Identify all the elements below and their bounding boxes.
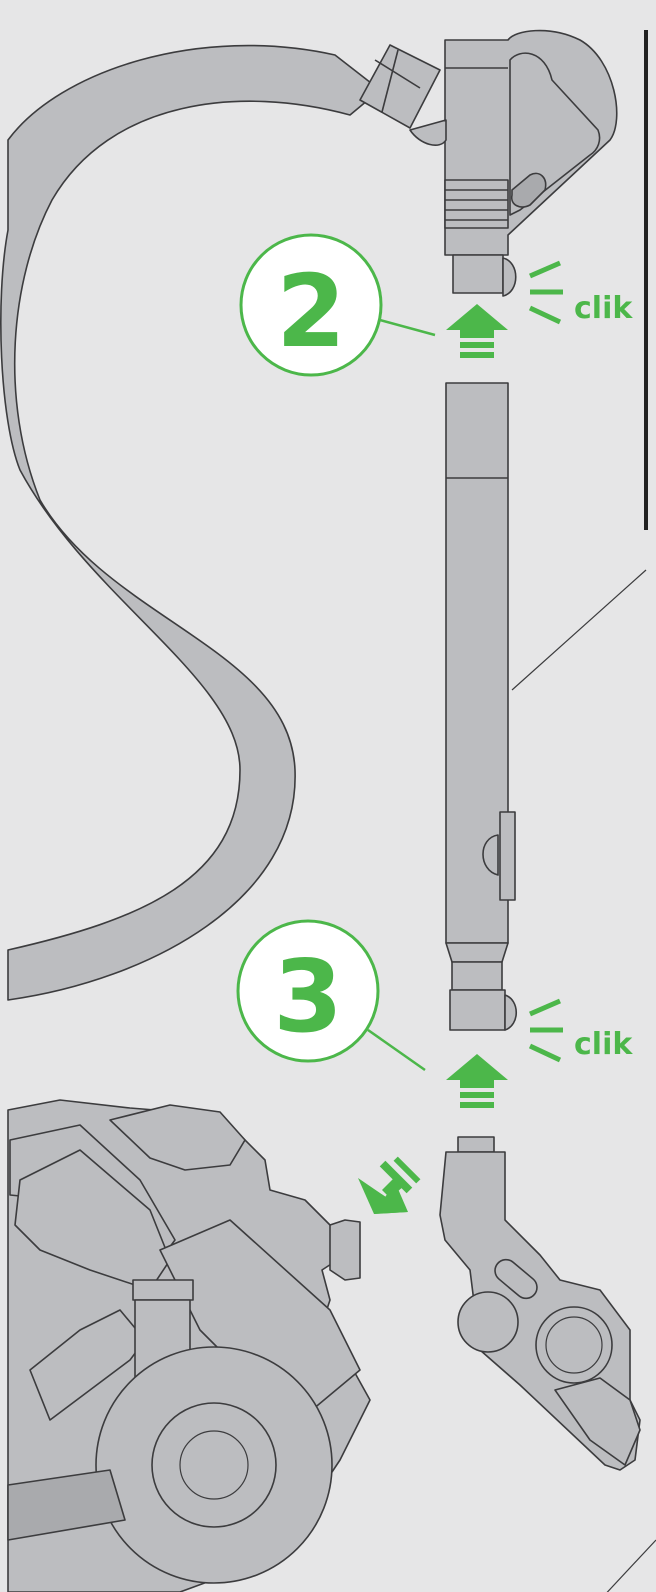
flexible-hose (1, 45, 440, 1000)
click-sound-lines-icon (530, 1001, 563, 1060)
step-3-marker: 3 (238, 921, 425, 1070)
wand-handle (410, 31, 617, 296)
click-sound-lines-icon (530, 263, 563, 322)
step-2-marker: 2 (241, 235, 435, 375)
step-2-number: 2 (276, 253, 346, 370)
step-3-number: 3 (273, 938, 343, 1055)
clik-label-step-2: clik (574, 291, 633, 326)
up-arrow-icon (446, 1054, 508, 1108)
diagonal-arrow-icon (358, 1157, 420, 1214)
clik-label-step-3: clik (574, 1027, 633, 1062)
floor-tool (440, 1137, 640, 1470)
vacuum-body (8, 1100, 370, 1592)
up-arrow-icon (446, 304, 508, 358)
wand-tube (446, 383, 516, 1030)
